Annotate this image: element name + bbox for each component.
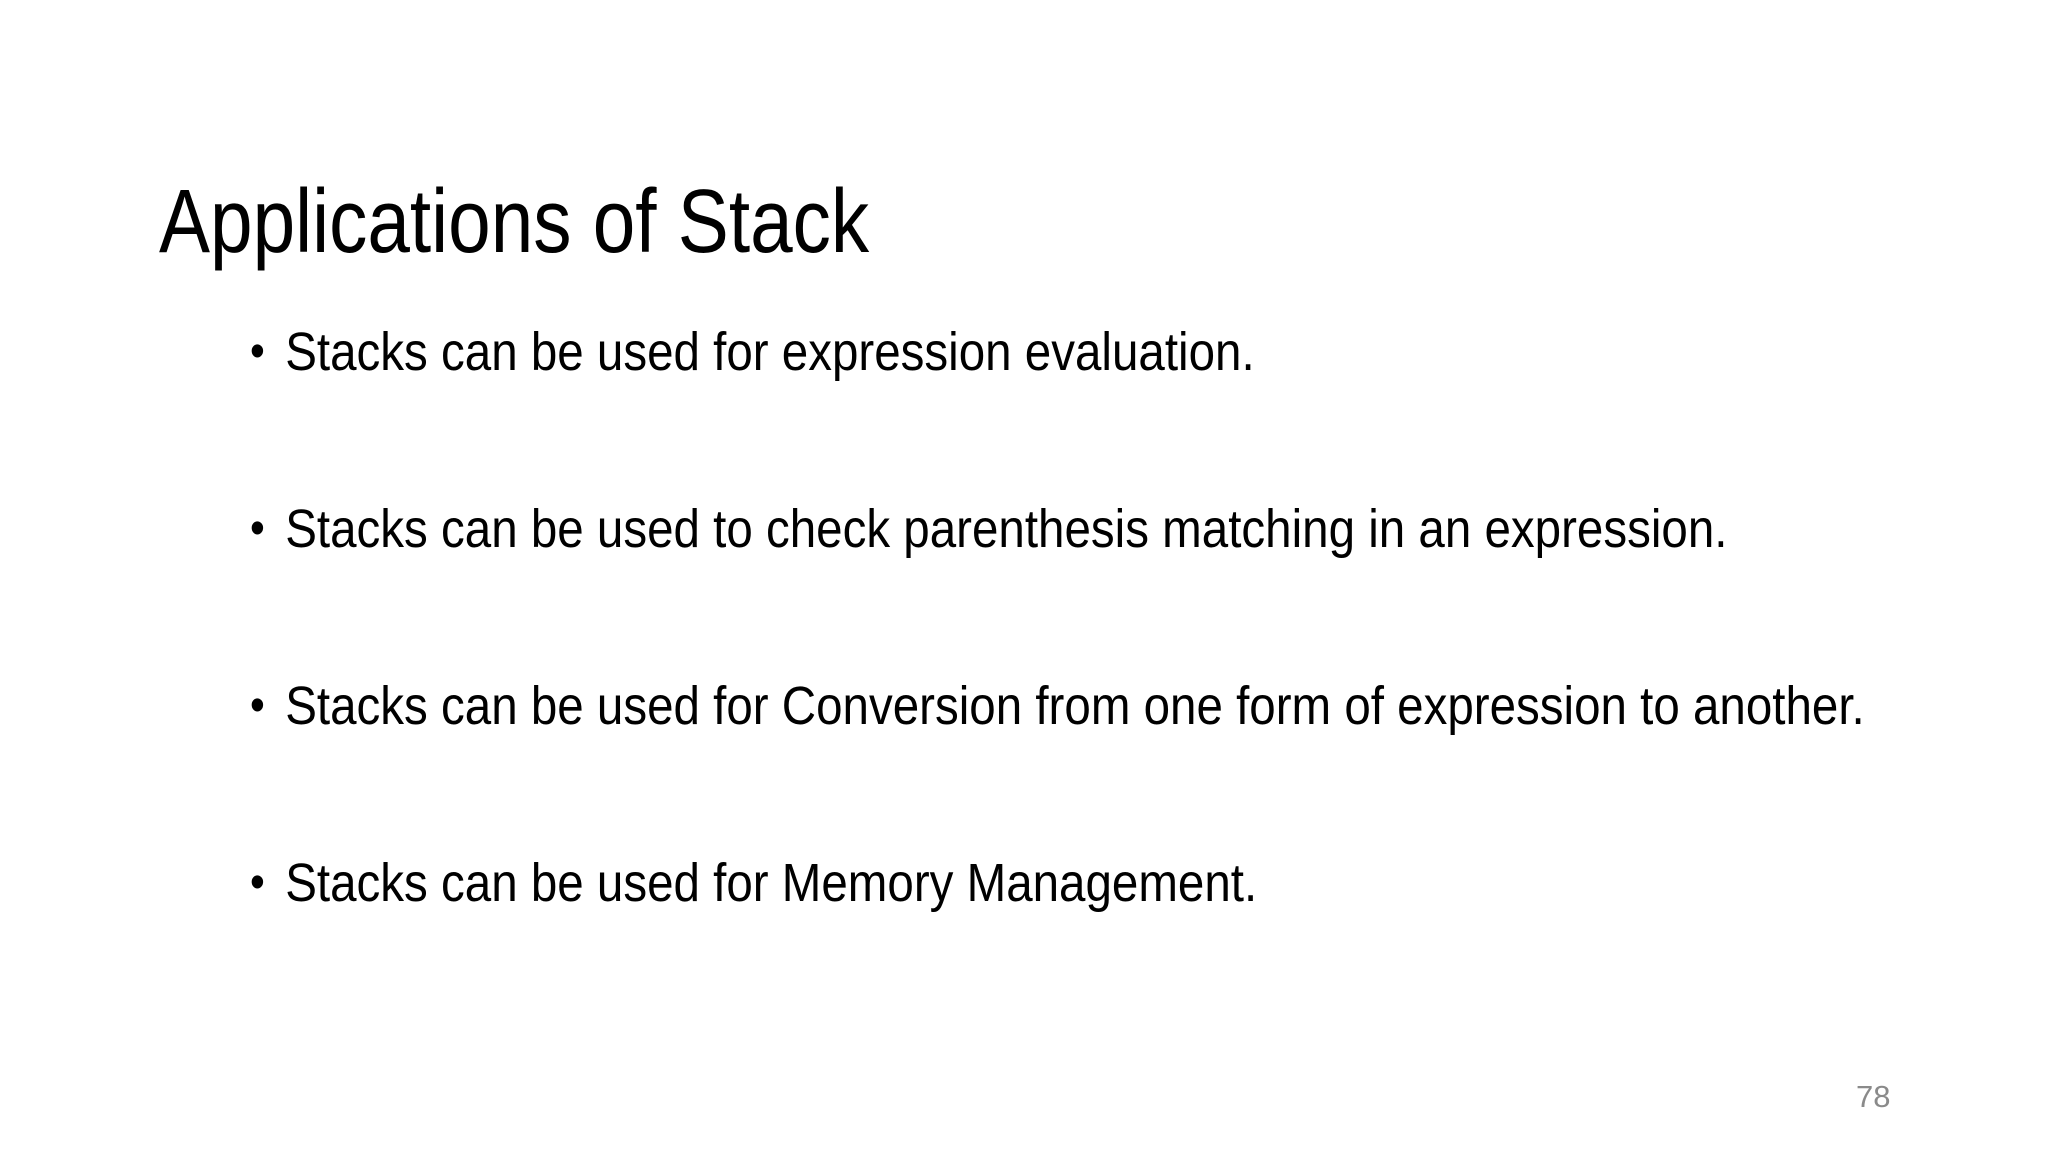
slide-title: Applications of Stack <box>159 172 870 273</box>
bullet-text-3: Stacks can be used for Conversion from o… <box>285 676 1865 736</box>
bullet-item-3: • Stacks can be used for Conversion from… <box>250 674 1896 738</box>
bullet-item-2: • Stacks can be used to check parenthesi… <box>250 497 1896 561</box>
bullet-text-4: Stacks can be used for Memory Management… <box>285 853 1258 913</box>
bullet-dot-icon: • <box>250 502 265 555</box>
bullet-dot-icon: • <box>250 856 265 909</box>
bullet-item-4: • Stacks can be used for Memory Manageme… <box>250 851 1896 915</box>
bullet-list: • Stacks can be used for expression eval… <box>250 320 1896 915</box>
bullet-item-1: • Stacks can be used for expression eval… <box>250 320 1896 384</box>
bullet-text-2: Stacks can be used to check parenthesis … <box>285 499 1728 559</box>
bullet-dot-icon: • <box>250 679 265 732</box>
page-number: 78 <box>1856 1079 1891 1114</box>
bullet-text-1: Stacks can be used for expression evalua… <box>285 322 1255 382</box>
bullet-dot-icon: • <box>250 325 265 378</box>
